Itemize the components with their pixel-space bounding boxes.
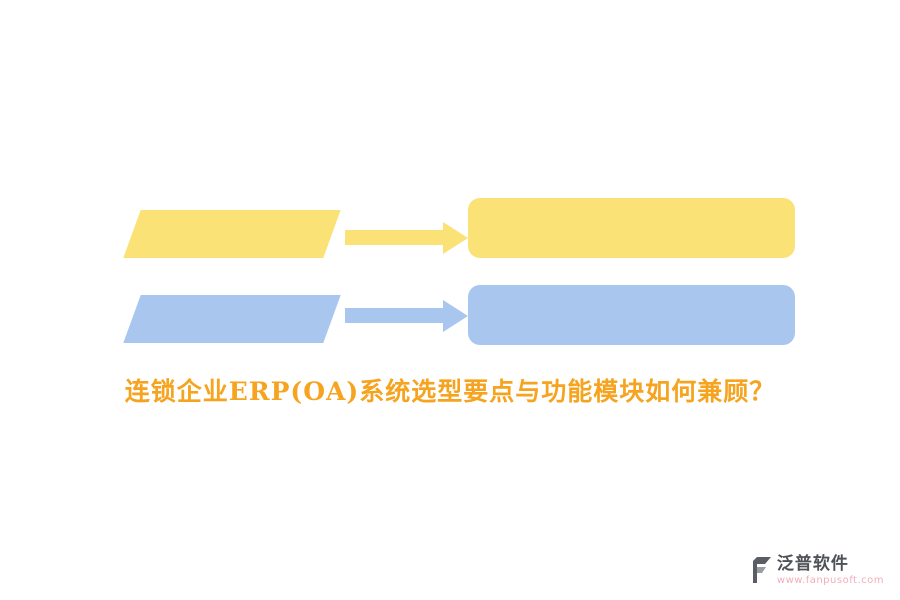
blue-parallelogram <box>123 295 341 343</box>
page-title: 连锁企业ERP(OA)系统选型要点与功能模块如何兼顾？ <box>124 377 776 406</box>
brand-url: www.fanpusoft.com <box>776 574 884 586</box>
fanpu-logo-icon <box>751 557 771 584</box>
yellow-arrow-head-icon <box>443 222 468 254</box>
brand-text-column: 泛普软件 www.fanpusoft.com <box>776 553 884 586</box>
blue-arrow-shaft <box>345 308 445 323</box>
yellow-arrow-shaft <box>345 230 445 245</box>
blue-rounded-rectangle <box>468 285 795 345</box>
yellow-rounded-rectangle <box>468 198 795 258</box>
blue-arrow-head-icon <box>443 300 468 332</box>
yellow-parallelogram <box>123 210 341 258</box>
brand-footer: 泛普软件 www.fanpusoft.com <box>751 553 884 586</box>
brand-name: 泛普软件 <box>776 553 849 574</box>
